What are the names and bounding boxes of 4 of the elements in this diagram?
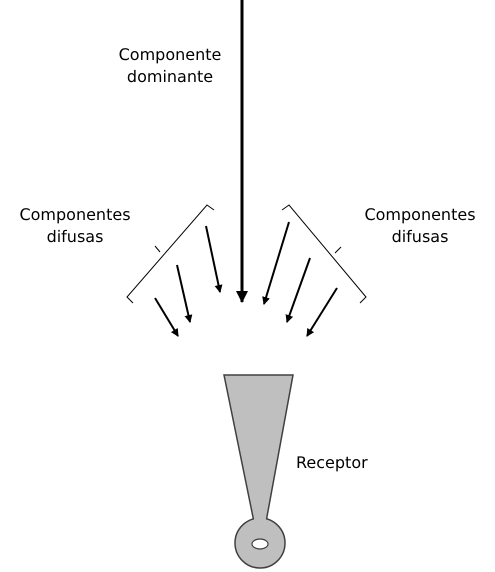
component-label: Componentes difusas bbox=[18, 204, 132, 248]
component-label: Componentes difusas bbox=[363, 204, 477, 248]
receptor-label: Receptor bbox=[296, 452, 368, 474]
component-label: Componente dominante bbox=[118, 44, 222, 88]
